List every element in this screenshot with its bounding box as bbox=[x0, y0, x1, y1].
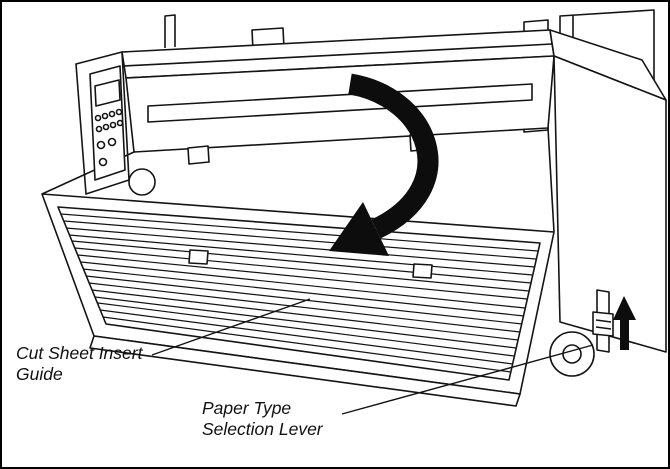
label-line-2: Guide bbox=[16, 364, 63, 384]
platen-bar bbox=[147, 83, 533, 123]
paper-clip-left bbox=[187, 145, 210, 165]
lever-up-arrow-icon bbox=[613, 296, 636, 350]
leader-paper-lever bbox=[341, 344, 594, 415]
label-line-2: Selection Lever bbox=[202, 419, 323, 439]
leader-cut-sheet-guide bbox=[151, 298, 311, 356]
label-cut-sheet-insert-guide: Cut Sheet Insert Guide bbox=[16, 343, 142, 385]
cut-sheet-insert-guide-tray bbox=[41, 193, 555, 407]
label-paper-type-selection-lever: Paper Type Selection Lever bbox=[202, 398, 323, 440]
control-panel bbox=[89, 65, 126, 181]
fold-down-arrow-icon bbox=[329, 73, 439, 256]
tray-tab-right bbox=[412, 263, 433, 279]
paper-type-selection-lever bbox=[592, 289, 614, 353]
label-line-1: Paper Type bbox=[202, 398, 292, 418]
panel-display bbox=[94, 79, 121, 107]
platen-knob bbox=[549, 331, 595, 377]
left-knob bbox=[128, 168, 156, 196]
tray-tab-left bbox=[188, 249, 209, 265]
label-line-1: Cut Sheet Insert bbox=[16, 343, 143, 363]
tray-ribs bbox=[60, 213, 539, 373]
